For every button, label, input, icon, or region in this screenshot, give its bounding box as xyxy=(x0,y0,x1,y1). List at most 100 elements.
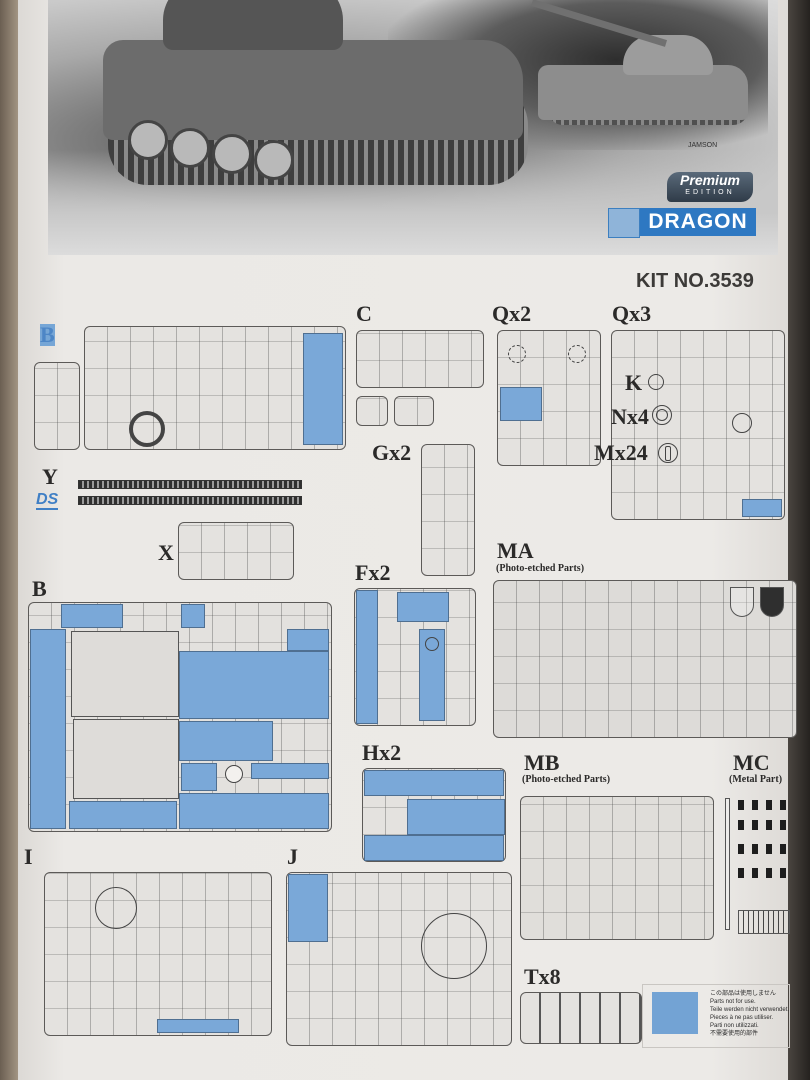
sprue-label-gx2: Gx2 xyxy=(372,440,412,465)
legend-line-ja: この部品は使用しません xyxy=(710,991,776,997)
sprue-f xyxy=(354,588,476,726)
sprue-t xyxy=(520,992,642,1044)
sprue-label-b: B xyxy=(40,322,55,347)
unused-parts-area xyxy=(364,835,504,861)
circle-part-icon xyxy=(648,374,664,390)
unused-parts-area xyxy=(288,874,328,942)
road-wheel xyxy=(170,128,210,168)
sprue-label-x: X xyxy=(158,540,174,565)
unused-parts-area xyxy=(287,629,329,651)
legend-line-zh: 不需要使用的部件 xyxy=(710,1031,759,1037)
unused-parts-area xyxy=(407,799,505,835)
metal-spring xyxy=(766,820,772,830)
road-wheel xyxy=(212,134,252,174)
unused-parts-area xyxy=(181,763,217,791)
sprue-b-top xyxy=(84,326,346,450)
metal-spring xyxy=(780,844,786,854)
unused-parts-area xyxy=(69,801,177,829)
pe-part-dark xyxy=(760,587,784,617)
fret-ma xyxy=(493,580,797,738)
legend-line-it: Parti non utilizzati. xyxy=(710,1023,759,1029)
sprue-label-tx8: Tx8 xyxy=(524,964,561,989)
metal-spring xyxy=(752,800,758,810)
metal-spring xyxy=(766,800,772,810)
metal-spring xyxy=(738,868,744,878)
sprue-j xyxy=(286,872,512,1046)
ma-subtitle: (Photo-etched Parts) xyxy=(496,563,585,574)
sherman-hull xyxy=(103,40,523,140)
sprue-label-qx3: Qx3 xyxy=(612,301,652,326)
unused-parts-area xyxy=(179,651,329,719)
track-pin-icon xyxy=(658,443,678,463)
metal-spring xyxy=(752,820,758,830)
sprue-label-c: C xyxy=(356,301,372,326)
turret-ring xyxy=(421,913,487,979)
metal-spring xyxy=(766,844,772,854)
metal-spring xyxy=(780,868,786,878)
unused-parts-swatch xyxy=(652,992,698,1034)
sprue-label-b-lower: B xyxy=(32,576,47,601)
fret-mb xyxy=(520,796,714,940)
sprocket-part xyxy=(568,345,586,363)
road-wheel xyxy=(254,140,294,180)
dragon-logo: DRAGON xyxy=(608,208,756,238)
artist-signature: JAMSON xyxy=(688,142,718,149)
hull-plate xyxy=(73,719,179,799)
sprue-label-k: K xyxy=(625,370,643,395)
sprue-label-mc: MC xyxy=(733,750,770,775)
ds-logo: DS xyxy=(36,491,59,510)
unused-parts-area xyxy=(179,793,329,829)
sprue-label-y: Y xyxy=(42,464,58,489)
legend-line-de: Teile werden nicht verwendet. xyxy=(710,1007,790,1013)
metal-spring xyxy=(738,820,744,830)
sprue-b-lower xyxy=(28,602,332,832)
mc-subtitle: (Metal Part) xyxy=(729,774,783,785)
pe-part xyxy=(730,587,754,617)
legend-text: この部品は使用しません Parts not for use. Teile wer… xyxy=(710,990,789,1038)
brand-name: DRAGON xyxy=(640,208,756,236)
part-disc xyxy=(425,637,439,651)
metal-spring xyxy=(766,868,772,878)
sprue-c-part-right xyxy=(394,396,434,426)
metal-spring xyxy=(780,820,786,830)
t55-turret xyxy=(623,35,713,75)
kit-number: KIT NO.3539 xyxy=(636,270,754,292)
background-edge-right xyxy=(788,0,810,1080)
sprue-b-small xyxy=(34,362,80,450)
metal-spring xyxy=(738,800,744,810)
sprue-label-hx2: Hx2 xyxy=(362,740,402,765)
legend-line-en: Parts not for use. xyxy=(710,999,756,1005)
unused-parts-area xyxy=(303,333,343,445)
background-edge-left xyxy=(0,0,18,1080)
sprue-label-qx2: Qx2 xyxy=(492,301,532,326)
box-art-illustration: JAMSON xyxy=(48,0,778,255)
badge-premium: Premium xyxy=(680,172,740,188)
unused-parts-area xyxy=(61,604,123,628)
badge-edition: EDITION xyxy=(685,189,735,196)
sprue-x xyxy=(178,522,294,580)
wheel-part xyxy=(732,413,752,433)
sprue-c xyxy=(356,330,484,388)
sprue-label-ma: MA xyxy=(497,538,534,563)
unused-parts-area xyxy=(251,763,329,779)
legend-frame xyxy=(642,984,790,1048)
sprocket-part xyxy=(508,345,526,363)
sprue-q xyxy=(497,330,601,466)
sprue-label-fx2: Fx2 xyxy=(355,560,391,585)
part-ring xyxy=(129,411,165,447)
premium-edition-badge: Premium EDITION xyxy=(667,172,753,202)
sprue-label-mx24: Mx24 xyxy=(594,440,648,465)
metal-spring xyxy=(738,844,744,854)
turret-ring xyxy=(95,887,137,929)
sprue-label-i: I xyxy=(24,844,33,869)
unused-parts-area xyxy=(356,590,378,724)
metal-spring xyxy=(752,844,758,854)
sprue-h xyxy=(362,768,506,862)
unused-parts-area xyxy=(742,499,782,517)
unused-parts-area xyxy=(181,604,205,628)
mb-subtitle: (Photo-etched Parts) xyxy=(522,774,611,785)
road-wheel xyxy=(128,120,168,160)
dragon-emblem-icon xyxy=(608,208,640,238)
unused-parts-area xyxy=(30,629,66,829)
metal-spring xyxy=(780,800,786,810)
